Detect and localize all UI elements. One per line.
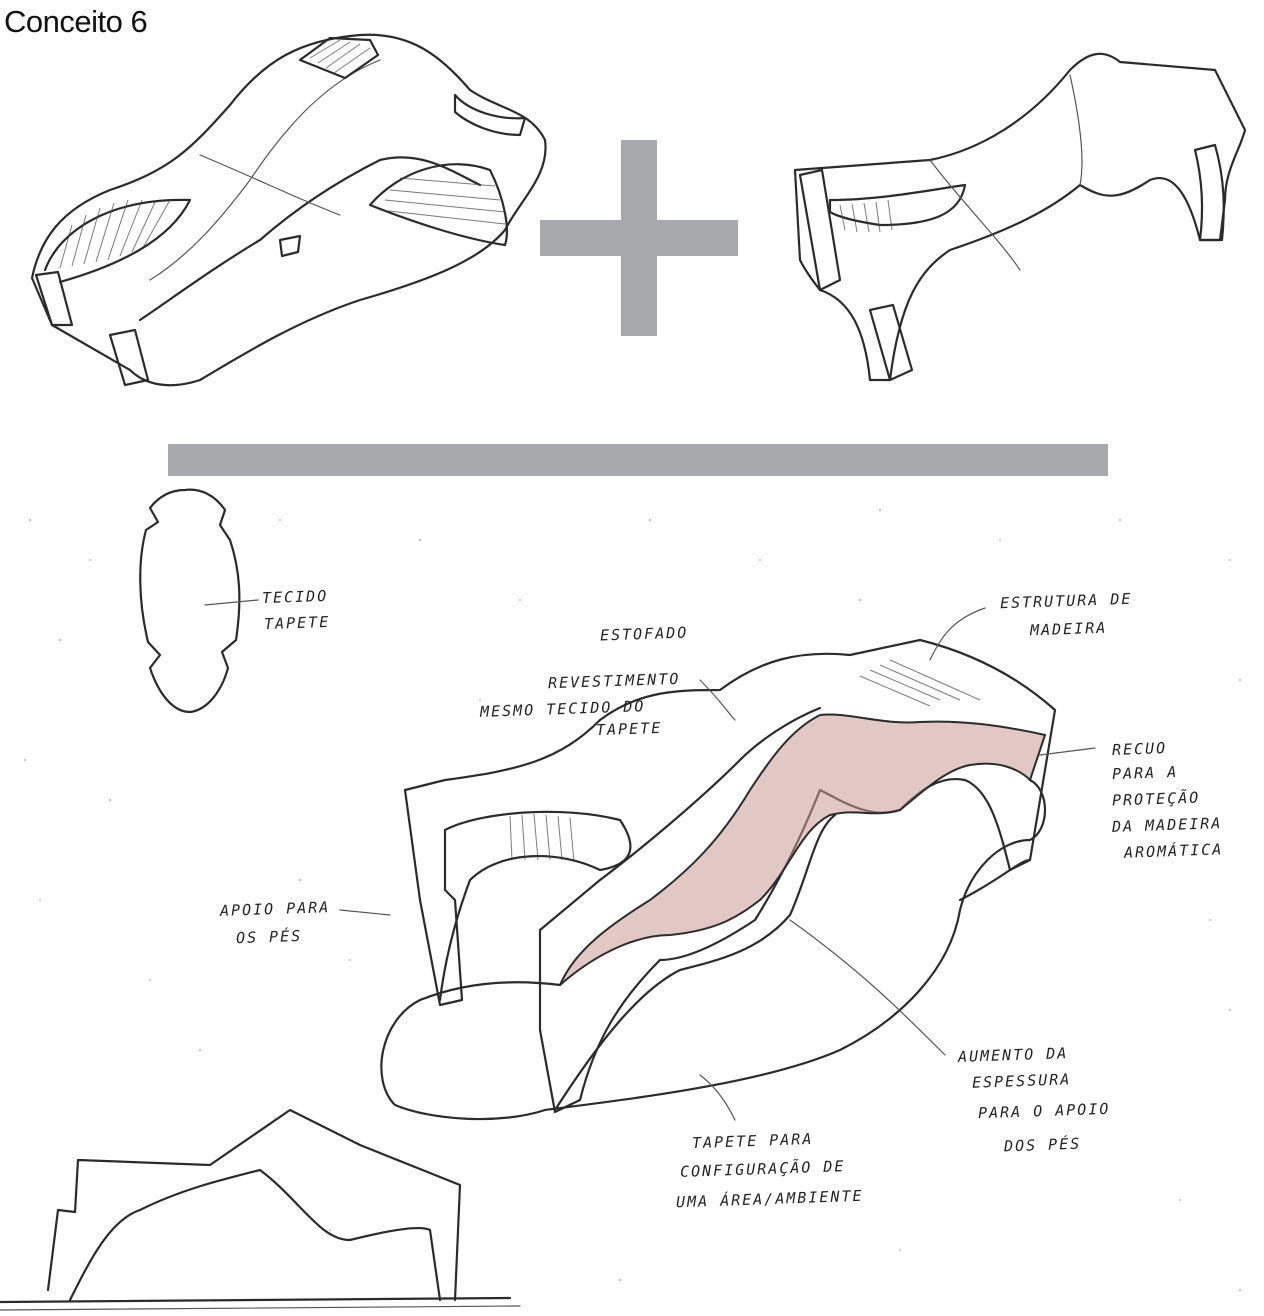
note-tecido: TECIDO	[262, 587, 329, 607]
note-recuo-2: PARA A	[1112, 763, 1179, 783]
note-revestimento-3: TAPETE	[596, 719, 663, 739]
note-recuo-4: DA MADEIRA	[1112, 814, 1223, 836]
note-tapete: TAPETE	[264, 613, 331, 633]
side-profile-sketch	[0, 1110, 520, 1310]
divider-bar	[168, 444, 1108, 476]
sketch-top-right	[795, 54, 1245, 380]
note-aumento-4: DOS PÉS	[1004, 1135, 1082, 1156]
note-estrutura-2: MADEIRA	[1030, 619, 1108, 640]
plus-symbol	[540, 140, 738, 336]
sketch-top-left	[32, 35, 546, 385]
note-recuo-5: AROMÁTICA	[1124, 840, 1224, 861]
note-aumento-1: AUMENTO DA	[958, 1044, 1069, 1066]
note-apoio-2: OS PÉS	[236, 927, 303, 947]
note-apoio-1: APOIO PARA	[220, 898, 331, 920]
note-estofado: ESTOFADO	[600, 623, 689, 644]
note-aumento-2: ESPESSURA	[972, 1070, 1072, 1091]
fabric-pattern-piece	[140, 490, 258, 712]
note-recuo-1: RECUO	[1112, 739, 1168, 759]
note-recuo-3: PROTEÇÃO	[1112, 788, 1201, 809]
